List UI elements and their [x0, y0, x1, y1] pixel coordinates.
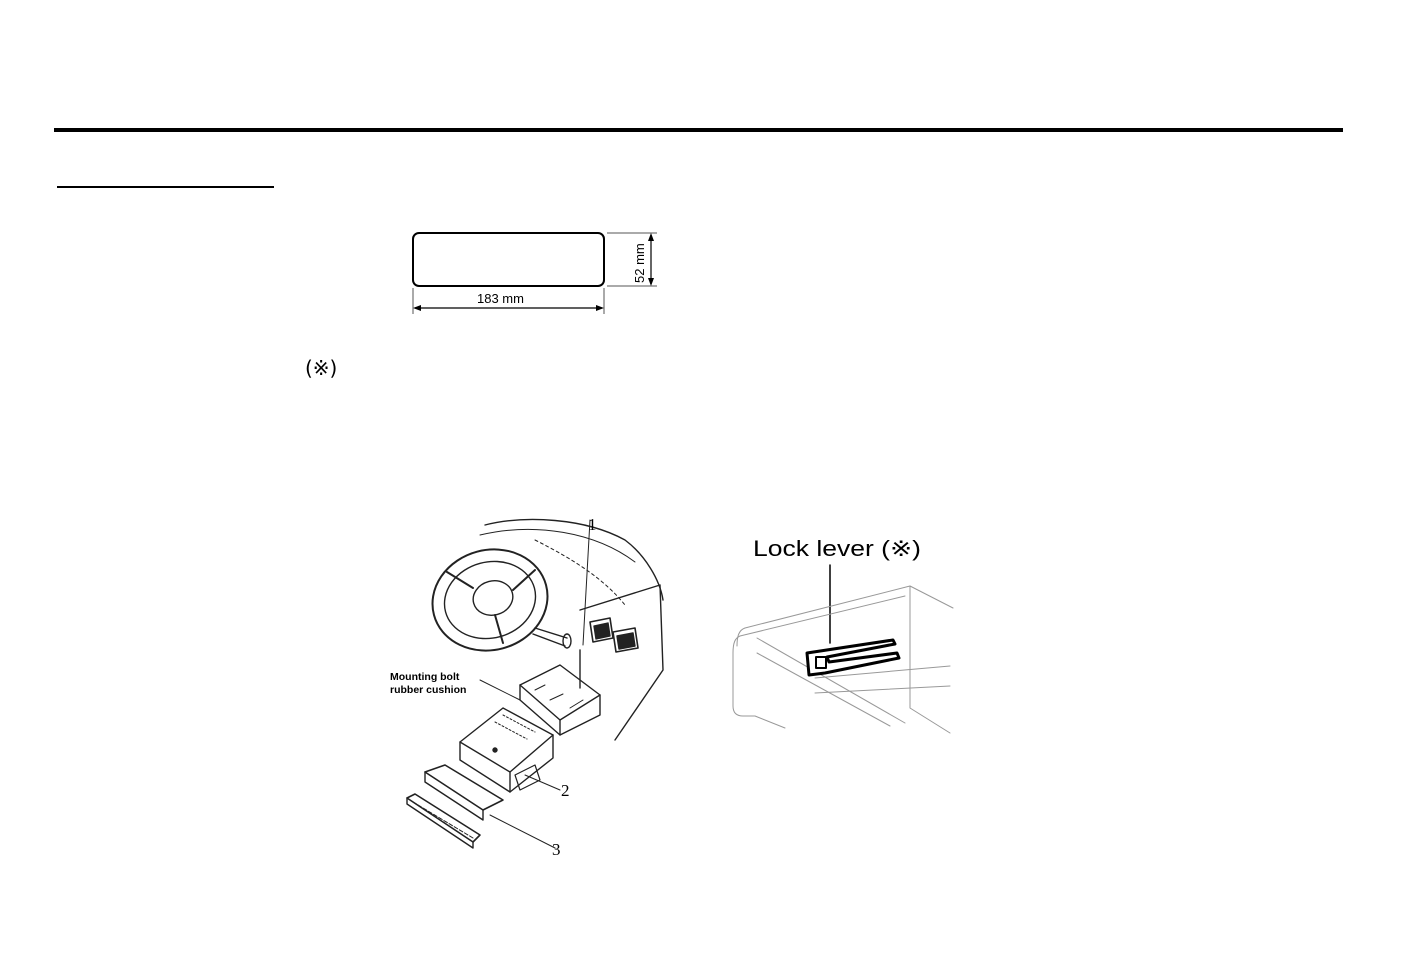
console-vents-drawing — [579, 584, 664, 741]
lock-lever-figure: Lock lever (※) — [732, 536, 954, 734]
cushion-label-line-2: rubber cushion — [390, 684, 466, 696]
radio-chassis-drawing — [459, 707, 554, 793]
callout-3: 3 — [552, 840, 561, 859]
opening-outline — [412, 232, 605, 287]
cushion-label-line-1: Mounting bolt — [390, 671, 460, 683]
callout-2: 2 — [561, 781, 570, 800]
lock-lever-drawing — [805, 638, 901, 677]
height-dimension-label: 52 mm — [632, 243, 647, 283]
lock-lever-label: Lock lever (※) — [753, 536, 921, 561]
dimension-diagram: 52 mm 183 mm — [412, 232, 657, 314]
mounting-sleeve-drawing — [519, 664, 601, 736]
reference-mark: (※) — [305, 356, 338, 380]
faceplate-drawing — [406, 764, 504, 849]
callout-1: 1 — [588, 515, 597, 534]
steering-wheel-drawing — [431, 548, 572, 652]
section-heading-underline — [57, 186, 274, 188]
installation-figure: 1 2 3 Mounting bolt rubber cushion — [390, 515, 664, 859]
header-rule — [54, 128, 1343, 132]
width-dimension-label: 183 mm — [477, 291, 524, 306]
